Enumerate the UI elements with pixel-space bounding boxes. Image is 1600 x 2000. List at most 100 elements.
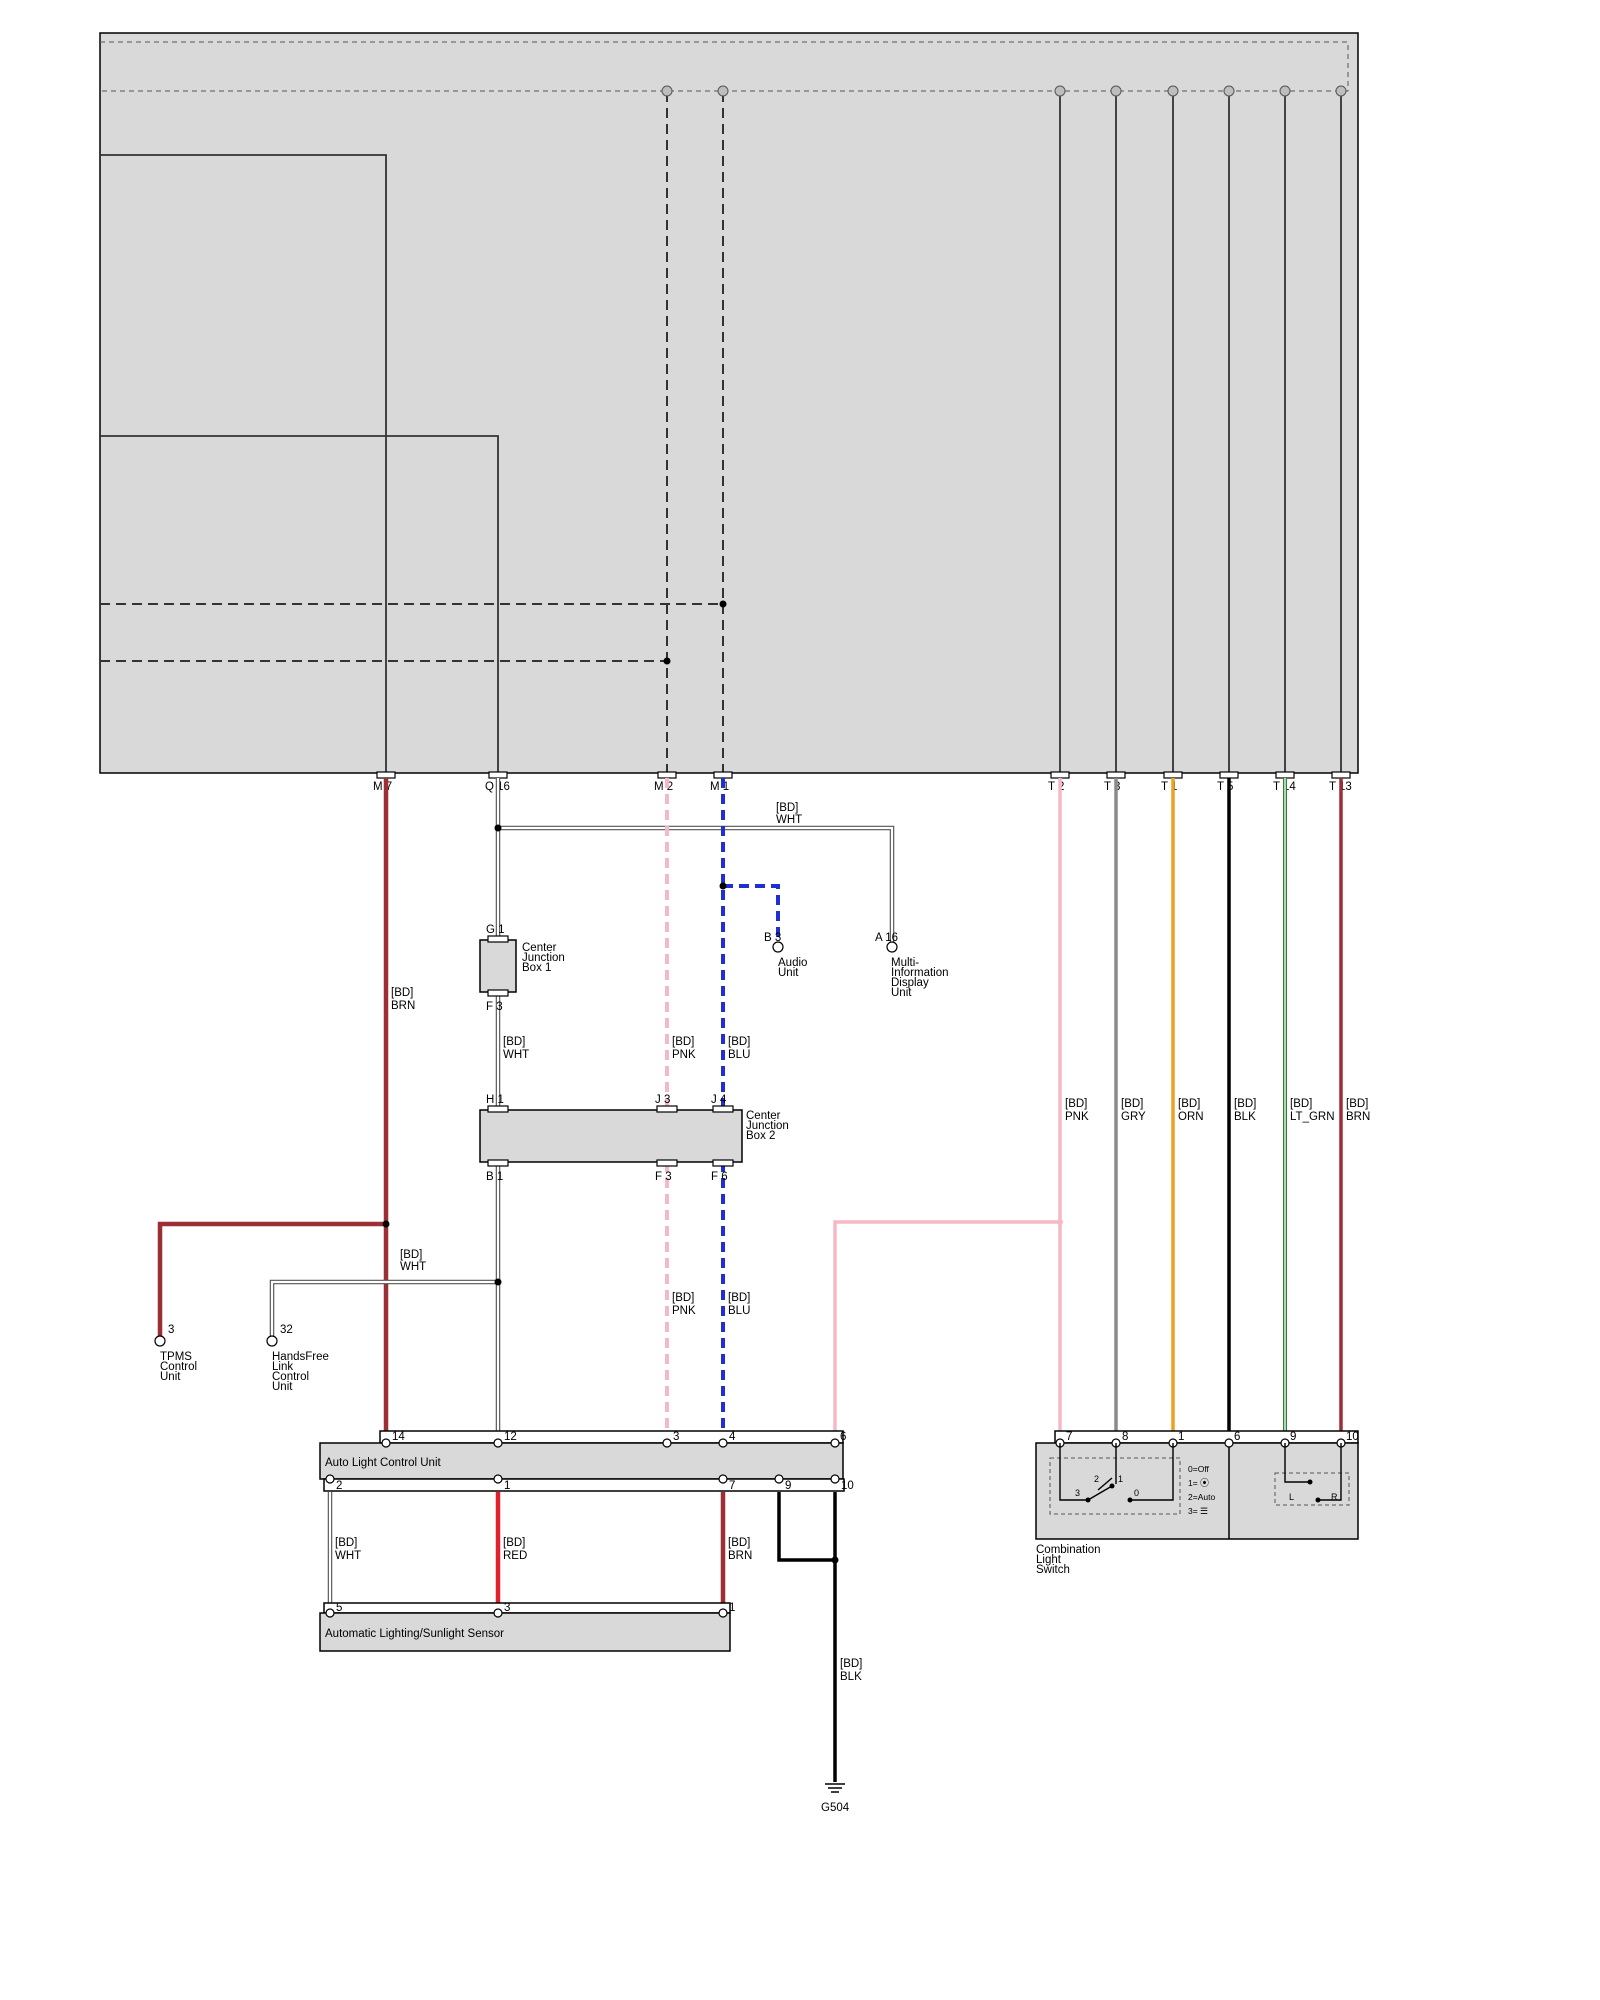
wire-label: WHT	[335, 1550, 361, 1562]
center-junction-box-1: G 1 F 3 Center Junction Box 1	[479, 924, 565, 1013]
wire-label: [BD]	[1346, 1098, 1368, 1110]
wire-label: [BD]	[400, 1249, 422, 1261]
component-name: Auto Light Control Unit	[325, 1457, 442, 1469]
pin-label: 14	[392, 1431, 405, 1443]
component-name: TPMS	[160, 1351, 192, 1363]
headlight-icon: ☰	[1200, 1506, 1208, 1516]
pin-label: 32	[280, 1324, 293, 1336]
pin-label: 10	[1346, 1431, 1359, 1443]
switch-internal-label: 1	[1118, 1474, 1123, 1484]
wire-label: [BD]	[503, 1036, 525, 1048]
switch-internal-label: 3	[1075, 1488, 1080, 1498]
pin-label: M 1	[710, 781, 729, 793]
pin-label: 10	[841, 1480, 854, 1492]
pin-label: T 5	[1217, 781, 1233, 793]
wire-label: [BD]	[776, 802, 798, 814]
pin-label: 1	[1178, 1431, 1184, 1443]
wire-label: BRN	[728, 1550, 752, 1562]
pin-label: 6	[840, 1431, 846, 1443]
wire-label: PNK	[1065, 1111, 1089, 1123]
wire-label: BLU	[728, 1049, 750, 1061]
component-name: Display	[891, 977, 929, 989]
switch-position: 2=Auto	[1188, 1492, 1215, 1502]
pin-label: 6	[1234, 1431, 1240, 1443]
wire-label: [BD]	[728, 1036, 750, 1048]
wire-label: BLK	[1234, 1111, 1256, 1123]
top-unit: M 7 Q 16 M 2 M 1 T 2 T 3 T 1 T 5 T 14 T …	[99, 32, 1359, 793]
switch-internal-label: 0	[1134, 1488, 1139, 1498]
wire-label: [BD]	[335, 1537, 357, 1549]
ground-g504: G504	[821, 1783, 850, 1814]
wire-label: [BD]	[728, 1537, 750, 1549]
pin-label: B 1	[486, 1171, 503, 1183]
tpms-control-unit: 3 TPMS Control Unit	[154, 1324, 197, 1383]
pin-label: T 2	[1048, 781, 1064, 793]
multi-information-display-unit: A 16 Multi- Information Display Unit	[875, 932, 949, 999]
wire-labels: [BD] BRN [BD] WHT [BD] WHT [BD] PNK [BD]…	[335, 802, 1370, 1683]
wire-label: [BD]	[1290, 1098, 1312, 1110]
component-name: Junction	[746, 1120, 789, 1132]
wire-label: [BD]	[728, 1292, 750, 1304]
pin-label: 3	[504, 1602, 510, 1614]
component-name: Unit	[891, 987, 912, 999]
component-name: Control	[160, 1361, 197, 1373]
turn-label-r: R	[1331, 1492, 1338, 1502]
center-junction-box-2: H 1 J 3 J 4 B 1 F 3 F 6 Center Junction …	[479, 1094, 789, 1183]
pin-label: B 3	[764, 932, 781, 944]
wire-label: WHT	[776, 814, 802, 826]
component-name: Box 2	[746, 1130, 775, 1142]
pin-label: H 1	[486, 1094, 504, 1106]
wire-label: GRY	[1121, 1111, 1146, 1123]
component-name: Audio	[778, 957, 807, 969]
component-name: Unit	[778, 967, 799, 979]
switch-position: 1=	[1188, 1478, 1198, 1488]
component-name: HandsFree	[272, 1351, 329, 1363]
pin-label: 3	[168, 1324, 174, 1336]
wire-label: [BD]	[1065, 1098, 1087, 1110]
component-name: Junction	[522, 952, 565, 964]
wire-label: [BD]	[391, 987, 413, 999]
wire-label: ORN	[1178, 1111, 1204, 1123]
component-name: Light	[1036, 1554, 1062, 1566]
component-name: Multi-	[891, 957, 919, 969]
pin-label: 1	[729, 1602, 735, 1614]
handsfree-link-control-unit: 32 HandsFree Link Control Unit	[266, 1324, 329, 1393]
component-name: Unit	[272, 1381, 293, 1393]
ground-icon	[825, 1783, 845, 1793]
wire-label: [BD]	[672, 1036, 694, 1048]
wires	[157, 778, 1343, 1782]
pin-label: 7	[1066, 1431, 1072, 1443]
pin-label: 1	[504, 1480, 510, 1492]
component-name: Combination	[1036, 1544, 1101, 1556]
component-name: Switch	[1036, 1564, 1070, 1576]
pin-label: F 3	[655, 1171, 672, 1183]
pin-label: 2	[336, 1480, 342, 1492]
wire-label: PNK	[672, 1305, 696, 1317]
switch-internal-label: 2	[1094, 1474, 1099, 1484]
wire-label: LT_GRN	[1290, 1111, 1335, 1123]
wire-label: [BD]	[1178, 1098, 1200, 1110]
wire-label: BLU	[728, 1305, 750, 1317]
wire-label: WHT	[400, 1261, 426, 1273]
auto-light-control-unit: Auto Light Control Unit 14 12 3 4 6 2 1 …	[319, 1430, 854, 1492]
wire-label: [BD]	[1234, 1098, 1256, 1110]
component-name: Center	[522, 942, 557, 954]
wire-label: PNK	[672, 1049, 696, 1061]
pin-label: F 6	[711, 1171, 728, 1183]
component-name: Automatic Lighting/Sunlight Sensor	[325, 1628, 504, 1640]
pin-label: A 16	[875, 932, 898, 944]
wire-label: RED	[503, 1550, 527, 1562]
pin-label: 5	[336, 1602, 342, 1614]
pin-label: M 7	[373, 781, 392, 793]
turn-label-l: L	[1289, 1492, 1294, 1502]
component-name: G504	[821, 1802, 850, 1814]
wire-label: BRN	[391, 1000, 415, 1012]
component-name: Information	[891, 967, 949, 979]
pin-label: F 3	[486, 1001, 503, 1013]
switch-position: 0=Off	[1188, 1464, 1210, 1474]
pin-label: 9	[785, 1480, 791, 1492]
pin-label: 9	[1290, 1431, 1296, 1443]
pin-label: M 2	[654, 781, 673, 793]
wire-label: [BD]	[1121, 1098, 1143, 1110]
